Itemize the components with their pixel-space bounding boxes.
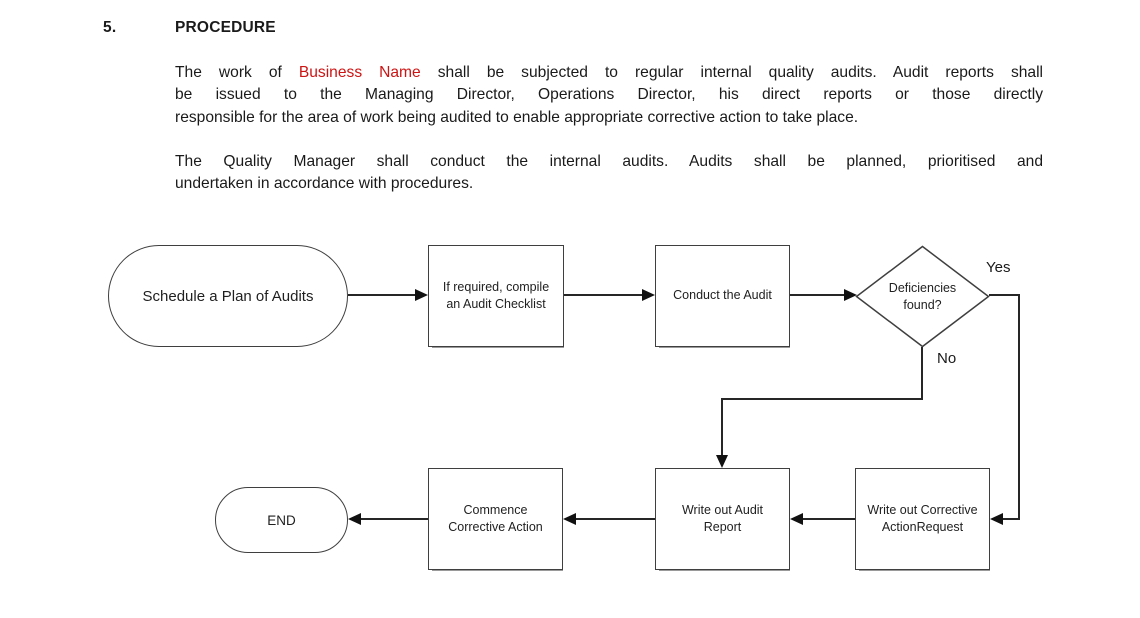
arrow-report-to-commence [575, 518, 655, 520]
paragraph-line: be issued to the Managing Director, Oper… [175, 86, 1043, 104]
procedure-paragraph-2: The Quality Manager shall conduct the in… [175, 151, 1043, 196]
start-node-schedule-audits: Schedule a Plan of Audits [108, 245, 348, 347]
arrowhead-right-icon [415, 289, 428, 301]
arrowhead-left-icon [790, 513, 803, 525]
step-commence-corrective-action: Commence Corrective Action [428, 468, 563, 570]
procedure-paragraph-1: The work of Business Name shall be subje… [175, 62, 1043, 129]
step-write-audit-report: Write out Audit Report [655, 468, 790, 570]
arrow-start-to-checklist [348, 294, 416, 296]
section-title: PROCEDURE [175, 19, 276, 36]
no-path-segment [721, 398, 723, 456]
arrowhead-right-icon [844, 289, 857, 301]
paragraph-line: undertaken in accordance with procedures… [175, 175, 474, 193]
no-path-segment [921, 347, 923, 400]
yes-path-segment [989, 294, 1020, 296]
arrow-conduct-to-decision [790, 294, 845, 296]
paragraph-line: The work of Business Name shall be subje… [175, 62, 1043, 84]
end-node: END [215, 487, 348, 553]
text-run: shall be subjected to regular internal q… [420, 64, 1044, 81]
yes-branch-label: Yes [986, 259, 1011, 276]
yes-path-segment [1018, 294, 1020, 520]
arrowhead-right-icon [642, 289, 655, 301]
arrowhead-down-icon [716, 455, 728, 468]
arrow-checklist-to-conduct [564, 294, 643, 296]
decision-label: Deficiencies found? [888, 280, 957, 312]
yes-path-segment [1002, 518, 1020, 520]
diamond-shape [855, 245, 990, 348]
arrowhead-left-icon [563, 513, 576, 525]
section-number: 5. [103, 19, 117, 36]
step-conduct-audit: Conduct the Audit [655, 245, 790, 347]
text-run: The work of [175, 64, 299, 81]
no-path-segment [721, 398, 923, 400]
arrow-commence-to-end [360, 518, 428, 520]
paragraph-line: responsible for the area of work being a… [175, 108, 859, 126]
step-write-corrective-action-request: Write out Corrective ActionRequest [855, 468, 990, 570]
arrowhead-left-icon [348, 513, 361, 525]
step-compile-checklist: If required, compile an Audit Checklist [428, 245, 564, 347]
no-branch-label: No [937, 350, 957, 367]
decision-deficiencies-found: Deficiencies found? [855, 245, 990, 348]
business-name-highlight: Business Name [298, 64, 421, 81]
arrow-car-to-report [802, 518, 855, 520]
arrowhead-left-icon [990, 513, 1003, 525]
paragraph-line: The Quality Manager shall conduct the in… [175, 153, 1043, 170]
